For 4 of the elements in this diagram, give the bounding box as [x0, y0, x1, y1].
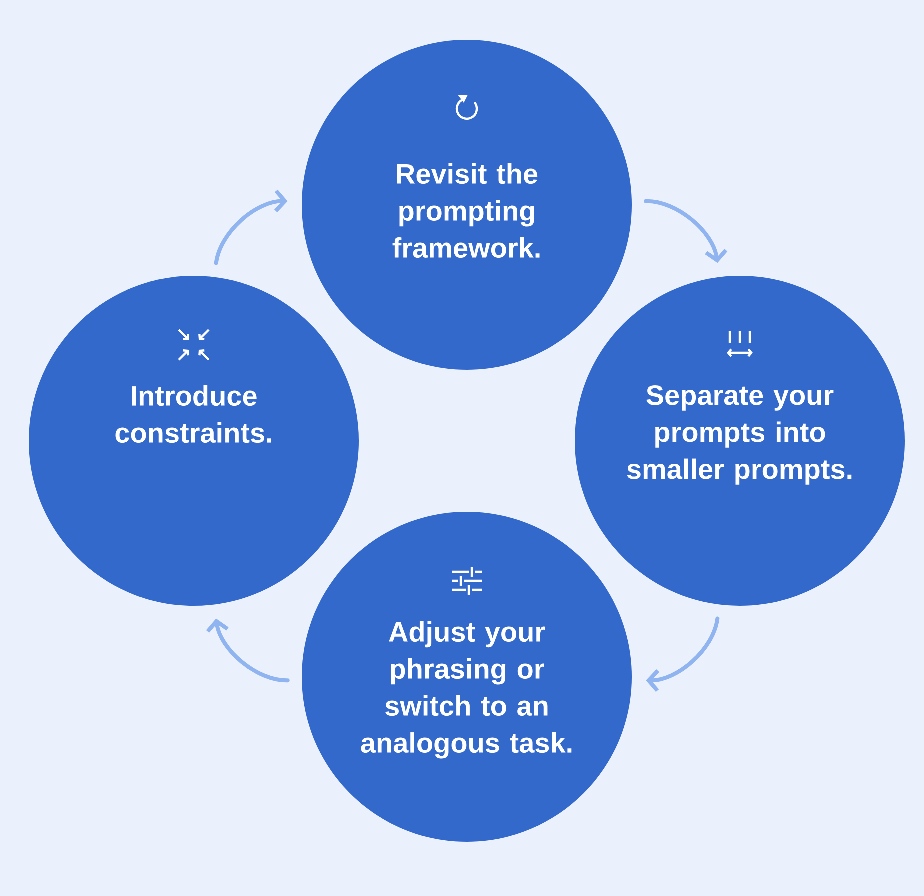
cycle-arrow — [644, 199, 728, 264]
cycle-arrow — [206, 618, 290, 683]
cycle-arrow — [646, 616, 720, 692]
cycle-arrow — [214, 190, 288, 266]
